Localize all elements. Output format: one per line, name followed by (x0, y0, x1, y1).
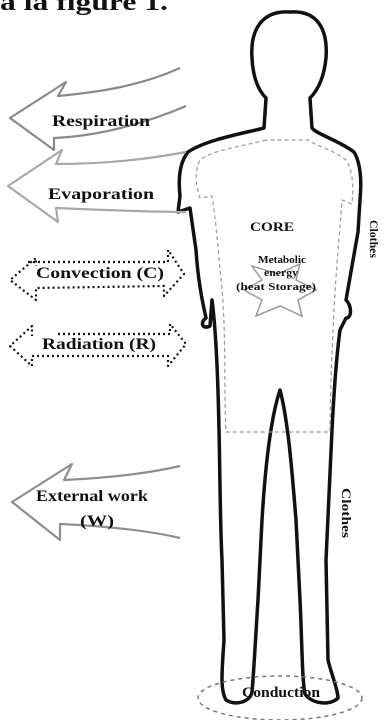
external-work-label-line1: External work (36, 488, 148, 505)
metabolic-label-line2: energy (264, 268, 298, 279)
core-label: CORE (250, 219, 294, 234)
convection-label: Convection (C) (36, 265, 164, 282)
evaporation-label: Evaporation (48, 186, 154, 203)
respiration-arrow (10, 68, 186, 150)
external-work-label-line2: (W) (80, 513, 114, 530)
metabolic-label-line3: (heat Storage) (236, 282, 316, 293)
caption-fragment: à la figure 1. (0, 0, 168, 16)
conduction-label: Conduction (242, 685, 321, 701)
metabolic-label-line1: Metabolic (258, 255, 307, 266)
human-body-silhouette (178, 12, 362, 720)
clothes-label-lower: Clothes (339, 488, 354, 538)
radiation-label: Radiation (R) (42, 336, 156, 353)
body-outline (178, 12, 361, 703)
respiration-label: Respiration (52, 113, 150, 130)
clothes-label-upper: Clothes (367, 220, 381, 258)
